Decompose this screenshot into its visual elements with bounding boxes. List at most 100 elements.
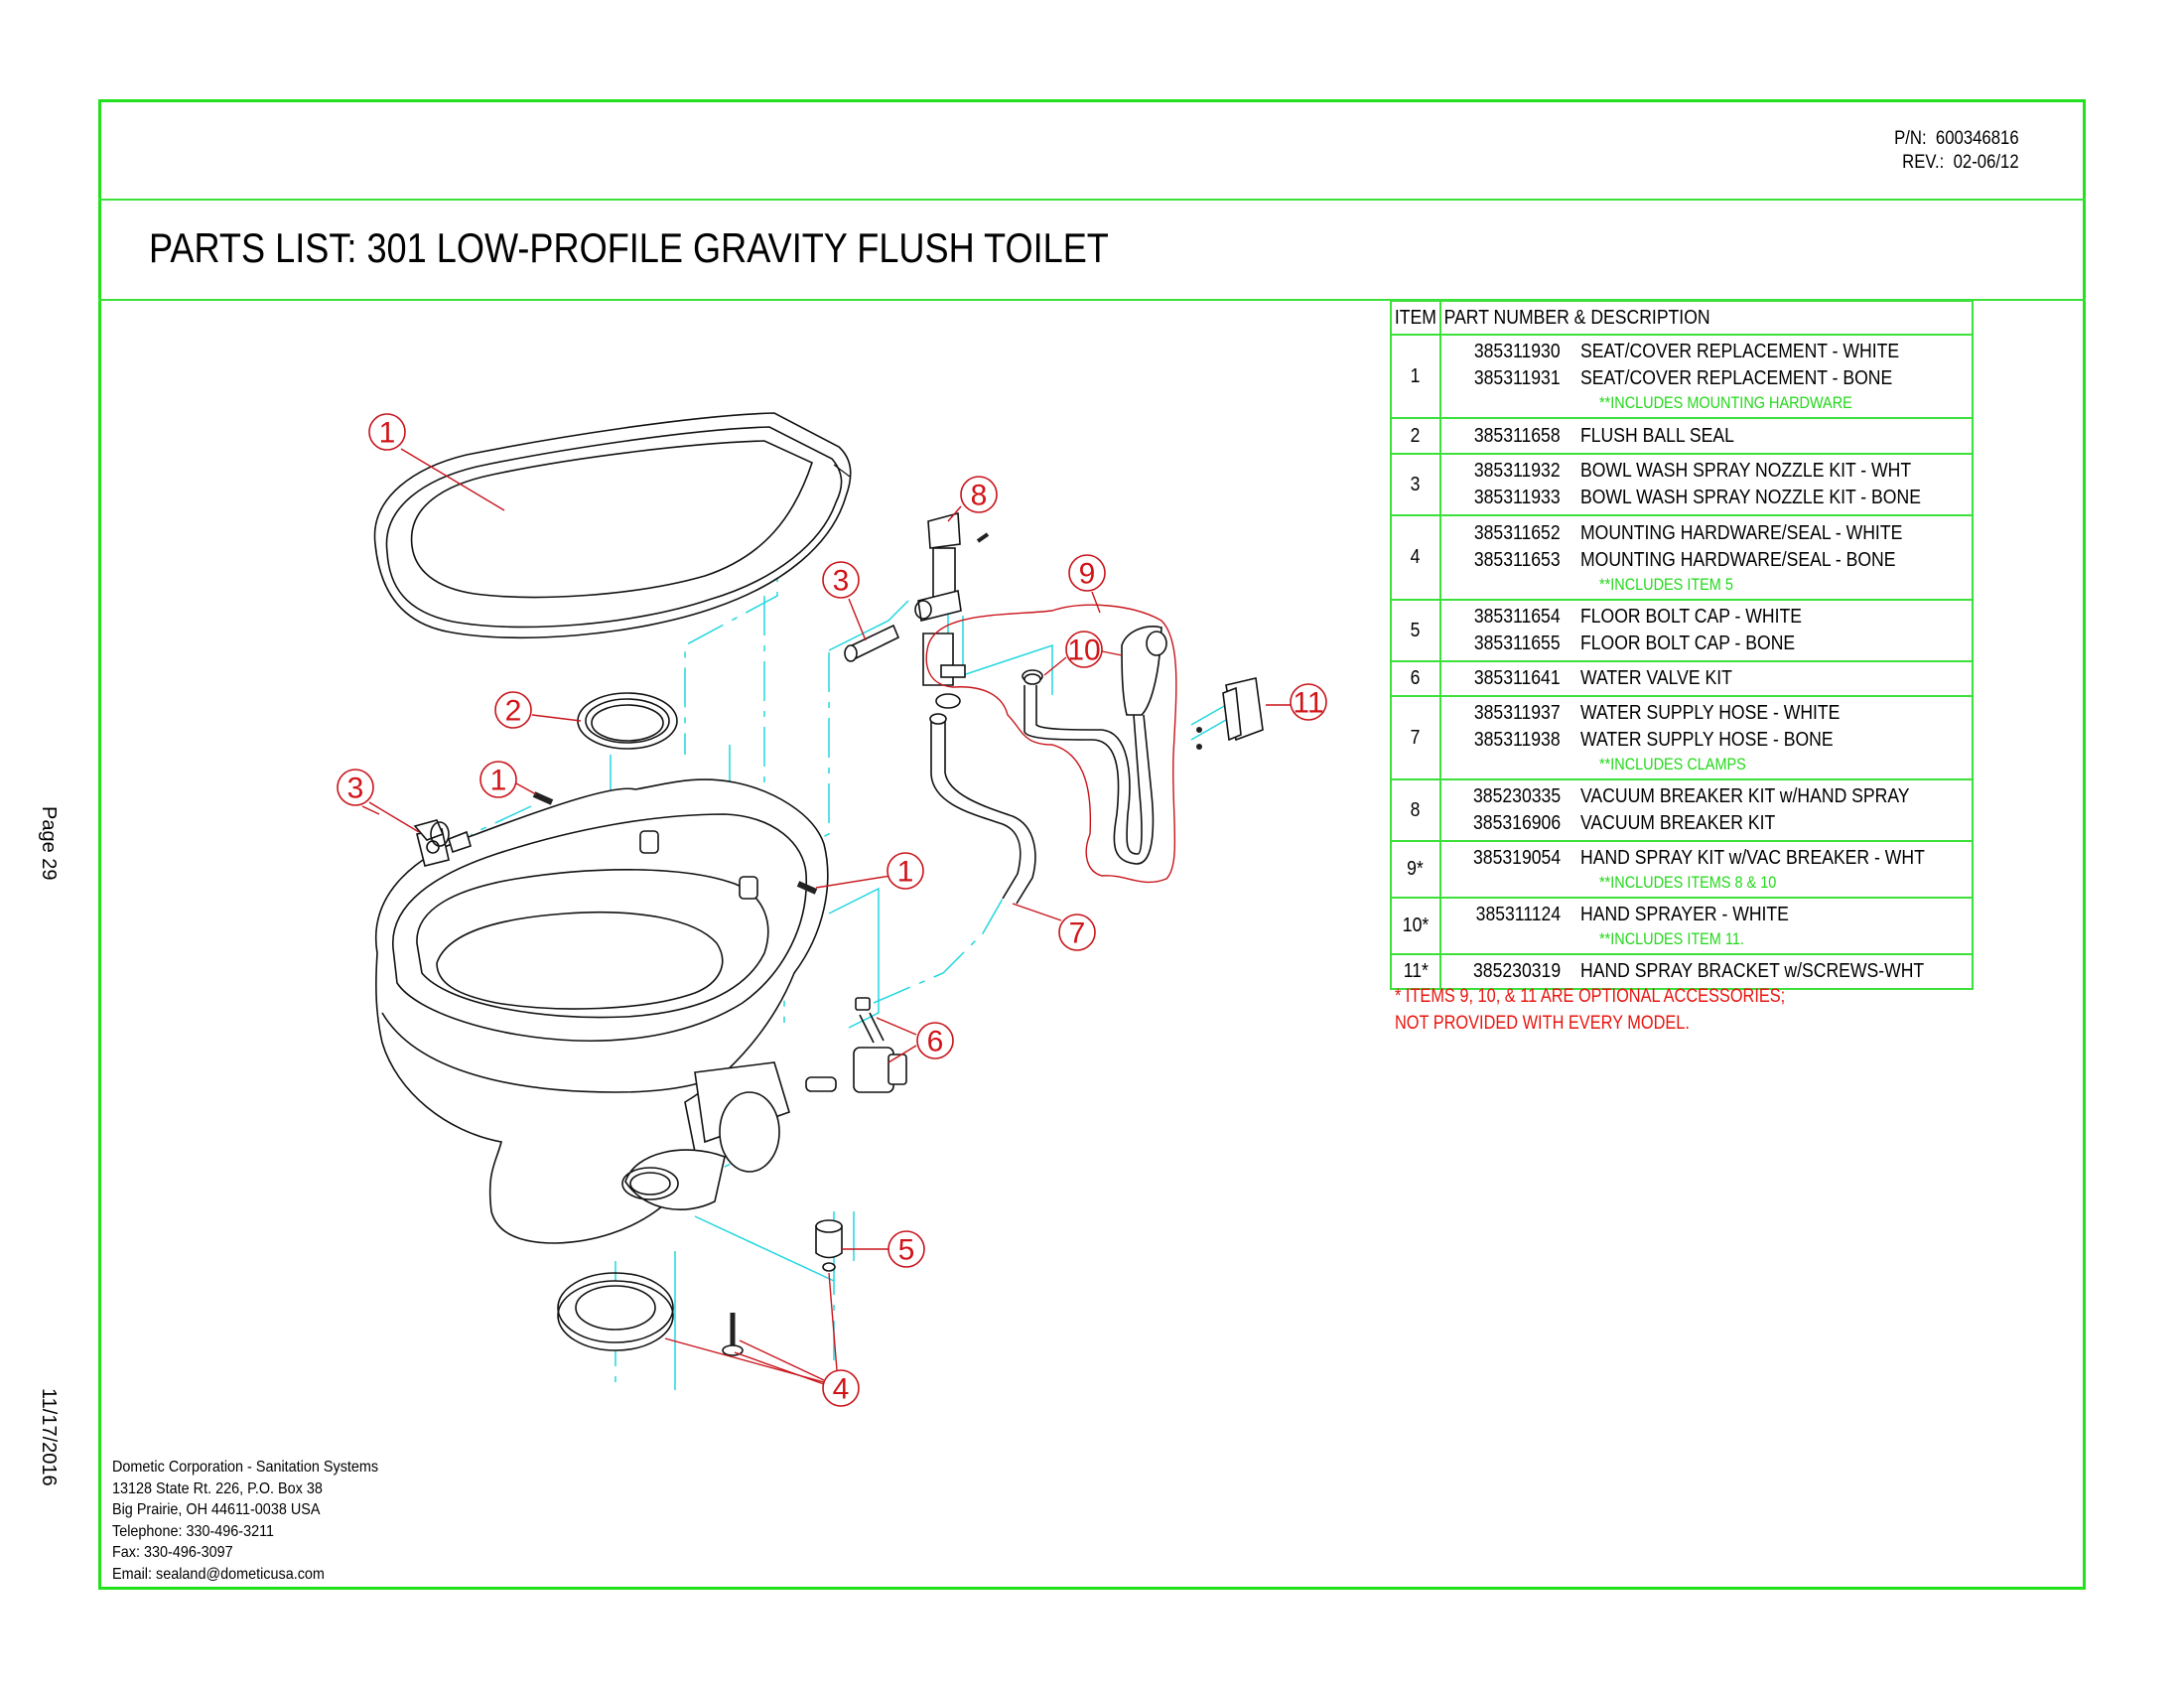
email[interactable]: Email: sealand@dometicusa.com: [112, 1565, 325, 1583]
part-descriptions: 385230319 HAND SPRAY BRACKET w/SCREWS-WHT: [1438, 953, 1974, 990]
item-number-text: 10*: [1402, 914, 1430, 936]
part-description: BOWL WASH SPRAY NOZZLE KIT - WHT: [1579, 460, 1911, 482]
item-number: 7: [1390, 695, 1441, 780]
address-street: 13128 State Rt. 226, P.O. Box 38: [112, 1479, 323, 1497]
item-number: 6: [1390, 660, 1441, 697]
revision-line: REV.: 02-06/12: [1894, 151, 2019, 175]
item-number-text: 5: [1410, 619, 1421, 641]
title-block-divider: [98, 199, 2086, 201]
part-description: HAND SPRAY BRACKET w/SCREWS-WHT: [1579, 960, 1924, 982]
part-description: BOWL WASH SPRAY NOZZLE KIT - BONE: [1579, 487, 1921, 508]
part-number: 385311641: [1473, 667, 1561, 689]
leader-lines: [361, 448, 1291, 1385]
svg-text:11: 11: [1293, 687, 1323, 720]
part-line: 385311654 FLOOR BOLT CAP - WHITE: [1441, 604, 1972, 631]
part-number: 385311658: [1473, 424, 1561, 447]
part-number: 385311931: [1473, 367, 1561, 389]
item-number-text: 8: [1410, 798, 1421, 821]
item-number-text: 4: [1410, 546, 1421, 568]
part-number: 385311930: [1473, 341, 1561, 362]
callout-9-hand-spray-kit: 9: [1068, 554, 1106, 592]
part-number: 385311932: [1473, 460, 1561, 482]
callout-2-flush-ball-seal: 2: [494, 691, 532, 729]
svg-text:4: 4: [833, 1373, 850, 1406]
svg-text:1: 1: [379, 417, 396, 450]
part-description: VACUUM BREAKER KIT: [1579, 812, 1776, 834]
item-number-text: 6: [1410, 667, 1421, 689]
callout-7-supply-hose: 7: [1058, 914, 1096, 951]
item-number-text: 1: [1410, 364, 1421, 387]
item-number: 5: [1390, 599, 1441, 662]
svg-text:3: 3: [347, 773, 364, 805]
svg-text:5: 5: [898, 1234, 915, 1267]
callout-11-bracket: 11: [1290, 683, 1327, 721]
page-title: PARTS LIST: 301 LOW-PROFILE GRAVITY FLUS…: [149, 224, 1109, 271]
part-number: 385311655: [1473, 633, 1561, 654]
part-line: 385230319 HAND SPRAY BRACKET w/SCREWS-WHT: [1441, 958, 1972, 985]
callout-1-bolt-right: 1: [887, 852, 924, 890]
part-number: 385319054: [1472, 847, 1561, 869]
column-header-description: PART NUMBER & DESCRIPTION: [1438, 300, 1974, 336]
mounting-hardware-drawing: [557, 1219, 843, 1356]
footnote-line-2: NOT PROVIDED WITH EVERY MODEL.: [1395, 1013, 1690, 1034]
table-header-row: ITEM PART NUMBER & DESCRIPTION: [1390, 300, 1974, 336]
fax: Fax: 330-496-3097: [112, 1544, 233, 1561]
water-valve-drawing: [805, 997, 907, 1093]
part-description: HAND SPRAYER - WHITE: [1579, 904, 1789, 925]
includes-note: **INCLUDES ITEMS 8 & 10: [1598, 873, 1777, 892]
address-city: Big Prairie, OH 44611-0038 USA: [112, 1501, 321, 1518]
part-description: FLOOR BOLT CAP - WHITE: [1579, 606, 1802, 628]
column-header-item: ITEM: [1390, 300, 1441, 336]
item-number-text: 7: [1410, 726, 1421, 749]
item-number: 4: [1390, 514, 1441, 601]
part-number: 385311938: [1473, 729, 1561, 751]
water-supply-hose-drawing: [929, 713, 1036, 905]
callout-1-bolt-left: 1: [479, 761, 517, 798]
item-number: 10*: [1390, 897, 1441, 955]
revision: 02-06/12: [1953, 152, 2019, 173]
part-description: SEAT/COVER REPLACEMENT - BONE: [1579, 367, 1893, 389]
company-name: Dometic Corporation - Sanitation Systems: [112, 1459, 379, 1476]
item-number: 2: [1390, 417, 1441, 455]
parts-table: ITEM PART NUMBER & DESCRIPTION 1 38531193…: [1390, 300, 1974, 990]
svg-text:7: 7: [1069, 917, 1086, 950]
includes-note: **INCLUDES CLAMPS: [1598, 755, 1746, 774]
part-number: 385316906: [1472, 812, 1561, 834]
title-divider: [98, 299, 2086, 301]
part-number: 600346816: [1936, 128, 2019, 149]
svg-text:1: 1: [897, 856, 914, 889]
svg-text:1: 1: [490, 765, 507, 797]
part-description: MOUNTING HARDWARE/SEAL - WHITE: [1579, 521, 1903, 544]
spray-nozzle-drawing: [413, 819, 472, 867]
svg-text:10: 10: [1067, 634, 1100, 667]
part-number: 385311654: [1473, 606, 1561, 628]
part-number: 385230319: [1472, 960, 1561, 982]
telephone: Telephone: 330-496-3211: [112, 1522, 275, 1540]
includes-note: **INCLUDES MOUNTING HARDWARE: [1598, 393, 1852, 412]
part-descriptions: 385311932 BOWL WASH SPRAY NOZZLE KIT - WH…: [1438, 453, 1974, 516]
part-number: 385311933: [1473, 487, 1561, 508]
item-number-text: 3: [1410, 473, 1421, 495]
item-number: 1: [1390, 334, 1441, 419]
vacuum-breaker-drawing: [844, 511, 1043, 709]
callout-4-mounting-hardware: 4: [822, 1369, 860, 1407]
callout-10-hand-sprayer: 10: [1065, 631, 1103, 668]
part-descriptions: 385311654 FLOOR BOLT CAP - WHITE 385311655…: [1438, 599, 1974, 662]
item-number-text: 9*: [1407, 858, 1425, 880]
